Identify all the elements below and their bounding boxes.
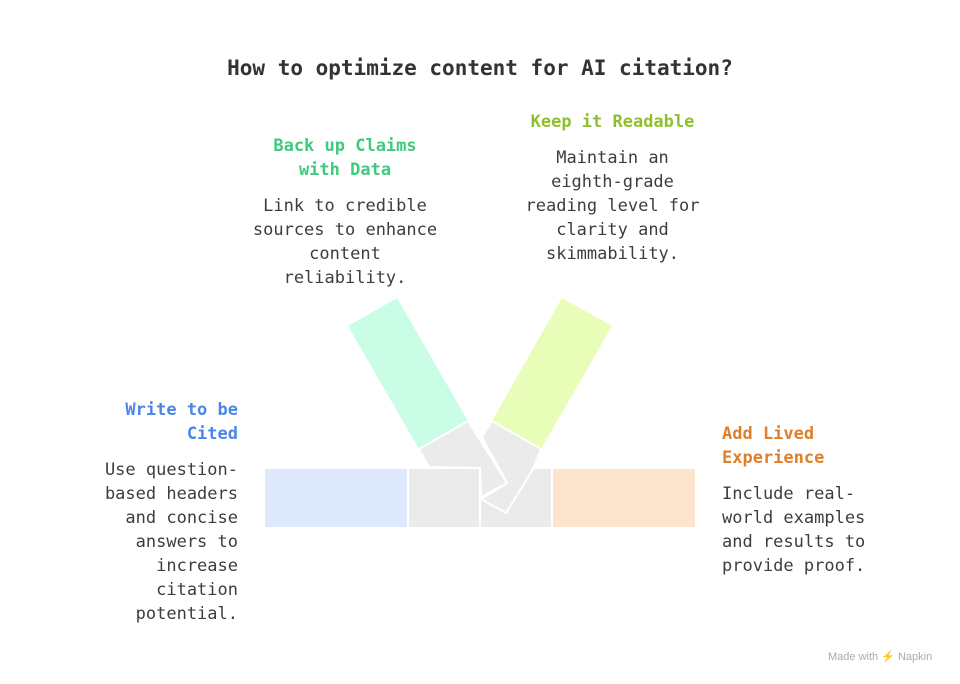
page-title: How to optimize content for AI citation? [227, 56, 733, 80]
experience-text: Include real-world examples and results … [722, 484, 866, 576]
experience-bar [553, 469, 695, 527]
gray-block-left [409, 469, 479, 527]
readable-text: Maintain an eighth-grade reading level f… [525, 148, 700, 264]
write-heading: Write to be Cited [125, 400, 238, 444]
data-heading: Back up Claims with Data [273, 136, 417, 180]
write-bar [265, 469, 407, 527]
readable-heading: Keep it Readable [530, 112, 695, 132]
data-bar [348, 298, 468, 449]
napkin-brand[interactable]: Made with ⚡ Napkin [828, 651, 933, 663]
data-text: Link to credible sources to enhance cont… [252, 196, 438, 288]
gray-tilt-right [479, 419, 543, 515]
write-text: Use question-based headers and concise a… [104, 460, 238, 624]
gray-tilt-left [417, 419, 509, 499]
experience-heading: Add Lived Experience [722, 424, 825, 468]
readable-bar [492, 298, 612, 449]
